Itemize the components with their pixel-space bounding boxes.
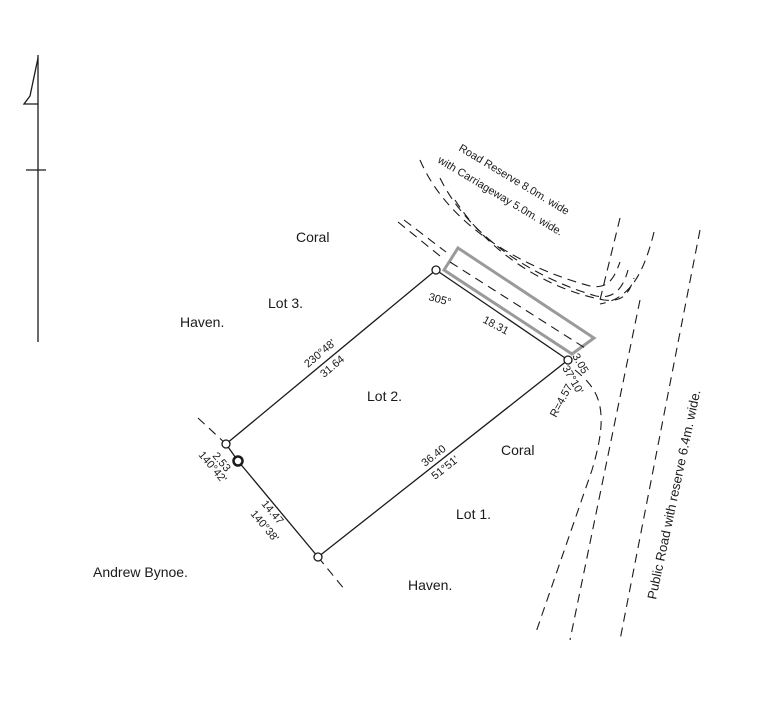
label-coral-top: Coral xyxy=(296,229,329,245)
label-lot-2: Lot 2. xyxy=(367,388,402,404)
dim-radius: R=4.57 xyxy=(548,382,575,419)
road-reserve-lines xyxy=(397,159,655,305)
north-arrow-icon xyxy=(22,55,46,342)
road-reserve-strip xyxy=(441,245,597,356)
label-haven-left: Haven. xyxy=(180,314,224,330)
label-lot-1: Lot 1. xyxy=(456,506,491,522)
public-road-lines xyxy=(534,229,701,641)
label-haven-bottom: Haven. xyxy=(408,577,452,593)
label-lot-3: Lot 3. xyxy=(268,295,303,311)
public-road-label: Public Road with reserve 6.4m. wide. xyxy=(644,388,703,600)
lot-2-boundary xyxy=(197,269,570,591)
dim-ne-bearing: 305° xyxy=(427,291,452,308)
label-coral-right: Coral xyxy=(501,442,534,458)
survey-marks xyxy=(221,265,573,562)
label-andrew-bynoe: Andrew Bynoe. xyxy=(93,564,188,580)
